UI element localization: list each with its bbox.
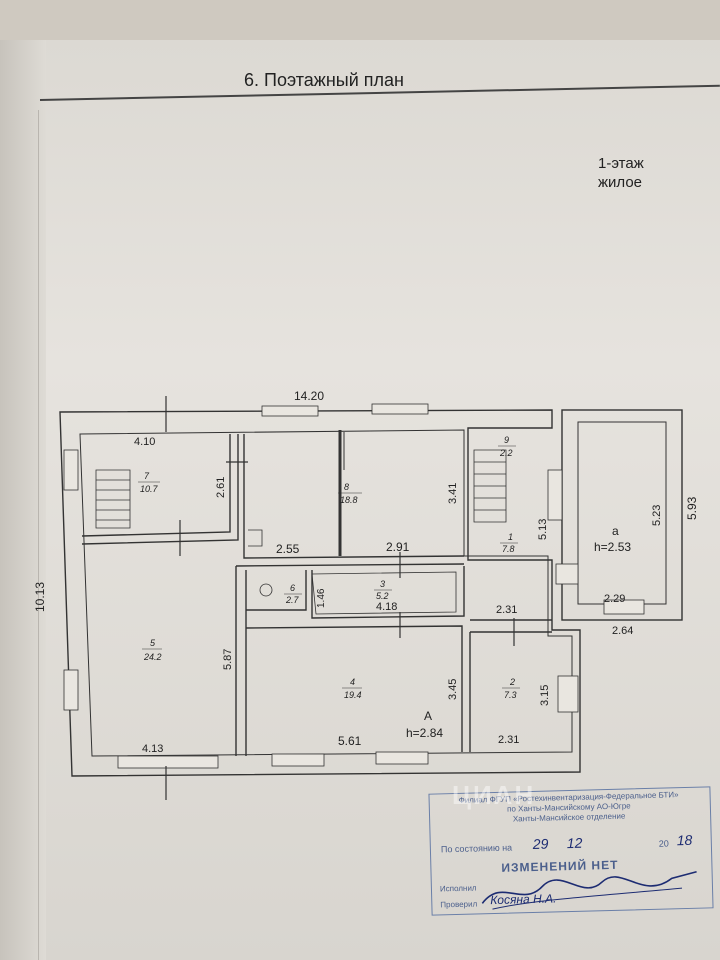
room-area: 19.4	[344, 690, 362, 700]
room-area: 2.7	[285, 595, 300, 605]
room-label-2: 2 7.3	[502, 677, 520, 700]
watermark-logo-icon: ЦИАН	[452, 780, 536, 810]
stamp-date-label: По состоянию на	[440, 842, 513, 855]
dim-overall-width: 14.20	[294, 389, 324, 403]
room-label-9: 9 2.2	[498, 435, 516, 458]
fixtures	[248, 529, 273, 597]
toilet-icon	[259, 583, 273, 597]
window	[261, 405, 319, 417]
wall-room3b	[311, 571, 457, 615]
stamp-year-prefix: 20	[658, 838, 669, 849]
room-number: 4	[350, 677, 355, 687]
bti-stamp: Филиал ФГУП «Ростехинвентаризация-Федера…	[428, 786, 714, 916]
wall-room3	[311, 566, 465, 619]
dim-room8-bottom: 2.55	[276, 542, 300, 556]
wall-room7b	[81, 434, 239, 545]
wall-room4	[245, 625, 463, 752]
floor-label: 1-этаж жилое	[598, 154, 644, 192]
outer-wall	[59, 409, 581, 777]
annex-label: а	[612, 524, 619, 538]
window	[371, 403, 429, 415]
window	[271, 753, 325, 767]
window	[117, 755, 219, 769]
window	[555, 563, 579, 585]
dim-annex-inner-side: 5.23	[651, 505, 663, 526]
room-area: 10.7	[140, 484, 159, 494]
door-marks	[165, 396, 515, 800]
room-number: 2	[509, 677, 515, 687]
page-heading: 6. Поэтажный план	[244, 70, 404, 90]
dim-room7-depth: 2.61	[215, 477, 227, 498]
floor-label-line2: жилое	[598, 174, 643, 191]
room-label-5: 5 24.2	[142, 638, 162, 662]
room-label-3: 3 5.2	[374, 579, 392, 601]
dim-room1-side: 5.13	[537, 519, 549, 540]
dim-room1-top: 2.31	[496, 604, 517, 616]
plan-walls	[59, 409, 683, 777]
dim-overall-depth: 10.13	[33, 582, 47, 612]
dim-annex-outer-bottom: 2.64	[612, 625, 633, 637]
room-number: 3	[380, 579, 385, 589]
wall-room8b	[235, 563, 465, 567]
main-height: h=2.84	[406, 726, 443, 740]
dim-room5-bottom: 4.13	[142, 743, 163, 755]
wall-room8	[243, 434, 465, 559]
room-label-4: 4 19.4	[342, 677, 362, 700]
dim-room7-width: 4.10	[134, 436, 155, 448]
window	[547, 469, 563, 521]
wall-room7	[81, 434, 231, 537]
room-number: 1	[508, 532, 513, 542]
dim-room8-bottom-right: 2.91	[386, 540, 410, 554]
dim-room4-bottom: 5.61	[338, 734, 362, 748]
room-number: 9	[504, 435, 509, 445]
windows	[63, 403, 645, 769]
room-area: 7.8	[502, 544, 515, 554]
stamp-year-handwritten: 18	[676, 831, 693, 849]
room-label-1: 1 7.8	[500, 532, 518, 554]
stamp-date-day: 29	[532, 835, 549, 852]
dim-room4-side: 3.45	[447, 679, 459, 700]
room-area: 24.2	[143, 652, 162, 662]
room-label-8: 8 18.8	[338, 482, 362, 505]
outer-wall-inner	[79, 429, 573, 757]
window	[63, 669, 79, 711]
room-number: 6	[290, 583, 295, 593]
stairs	[95, 449, 507, 529]
room-area: 18.8	[340, 495, 358, 505]
room-area: 7.3	[504, 690, 517, 700]
room-area: 5.2	[376, 591, 389, 601]
room-label-7: 7 10.7	[138, 471, 160, 494]
room-number: 5	[150, 638, 156, 648]
annex-outer	[561, 409, 683, 621]
dim-room2-side: 3.15	[539, 685, 551, 706]
dim-room5-side: 5.87	[222, 649, 234, 670]
window	[63, 449, 79, 491]
wall-room6	[246, 570, 307, 611]
annex-height: h=2.53	[594, 540, 631, 554]
dim-room3-width: 4.18	[376, 601, 397, 613]
dim-room6-side: 1.46	[316, 588, 327, 608]
window	[603, 599, 645, 615]
sink-icon	[248, 529, 263, 547]
room-number: 7	[144, 471, 150, 481]
dim-annex-depth: 5.93	[685, 496, 699, 520]
room-number: 8	[344, 482, 349, 492]
dim-annex-inner-bottom: 2.29	[604, 593, 625, 605]
window	[375, 751, 429, 765]
signature-icon	[481, 870, 697, 910]
stamp-date-month: 12	[566, 834, 583, 852]
dim-room8-side: 3.41	[447, 483, 459, 504]
margin-line	[38, 110, 39, 960]
dim-room2-bottom: 2.31	[498, 734, 519, 746]
room-label-6: 6 2.7	[284, 583, 302, 605]
window	[557, 675, 579, 713]
room-area: 2.2	[499, 448, 513, 458]
floor-label-line1: 1-этаж	[598, 155, 644, 172]
main-label: А	[424, 709, 432, 723]
